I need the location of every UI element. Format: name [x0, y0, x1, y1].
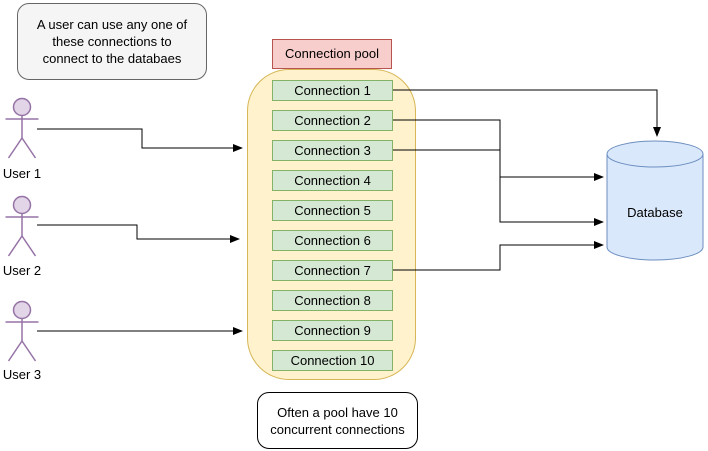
connection-box-4: Connection 4: [272, 170, 393, 191]
arrow-user1-to-pool: [37, 128, 243, 152]
arrow-user2-to-pool: [37, 224, 240, 243]
connection-box-1: Connection 1: [272, 80, 393, 101]
arrow-connection7-to-database: [393, 241, 604, 271]
user-3-label: User 3: [2, 367, 42, 382]
connection-box-6: Connection 6: [272, 230, 393, 251]
note-pool-size: Often a pool have 10 concurrent connecti…: [257, 392, 418, 449]
arrow-connection3-to-database: [393, 149, 604, 226]
connection-pool-label: Connection pool: [272, 39, 392, 69]
connection-box-8: Connection 8: [272, 290, 393, 311]
connection-box-3: Connection 3: [272, 140, 393, 161]
database-label: Database: [627, 205, 683, 220]
connection-box-5: Connection 5: [272, 200, 393, 221]
arrow-connection2-to-database: [393, 119, 604, 181]
user-1-actor-icon: [5, 97, 39, 159]
database-cylinder: [606, 140, 704, 261]
user-3-actor-icon: [5, 300, 39, 362]
user-2-actor-icon: [5, 195, 39, 257]
connection-box-10: Connection 10: [272, 350, 393, 371]
connection-box-7: Connection 7: [272, 260, 393, 281]
connection-box-9: Connection 9: [272, 320, 393, 341]
user-1-label: User 1: [2, 166, 42, 181]
note-user-connections: A user can use any one of these connecti…: [17, 3, 207, 80]
connection-box-2: Connection 2: [272, 110, 393, 131]
user-2-label: User 2: [2, 263, 42, 278]
arrow-connection1-to-database: [393, 89, 661, 137]
